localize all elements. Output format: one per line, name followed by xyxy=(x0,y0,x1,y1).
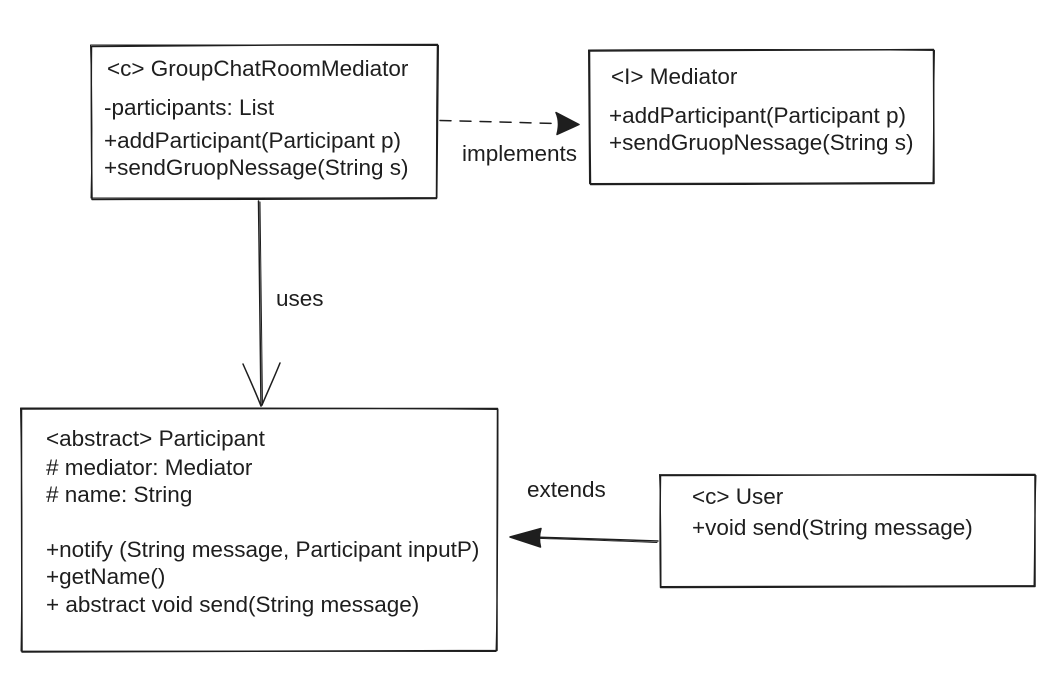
uses-open-arrowhead xyxy=(242,362,281,407)
implements-arrowhead xyxy=(555,111,580,136)
abstract-class-participant: <abstract> Participant # mediator: Media… xyxy=(21,408,497,652)
class-member: -participants: List xyxy=(104,95,275,120)
implements-dashed-line xyxy=(439,119,557,125)
class-member: +addParticipant(Participant p) xyxy=(609,103,907,128)
mediator-interface-box-outline xyxy=(588,48,935,186)
class-group-chat-room-mediator: <c> GroupChatRoomMediator -participants:… xyxy=(91,45,437,199)
class-member: +void send(String message) xyxy=(692,515,973,540)
group-chat-room-mediator-box-outline xyxy=(90,43,439,201)
class-title: <abstract> Participant xyxy=(46,426,265,451)
class-member: +sendGruopNessage(String s) xyxy=(104,155,409,180)
uses-line xyxy=(257,200,263,407)
class-member: + abstract void send(String message) xyxy=(46,592,420,617)
extends-arrowhead xyxy=(509,527,542,548)
user-class-box-outline xyxy=(659,473,1037,589)
interface-mediator: <I> Mediator +addParticipant(Participant… xyxy=(589,50,934,184)
class-member: +sendGruopNessage(String s) xyxy=(609,130,914,155)
participant-abstract-box-outline xyxy=(20,407,499,653)
class-title: <I> Mediator xyxy=(611,64,738,89)
extends-label: extends xyxy=(527,477,606,502)
class-member: +getName() xyxy=(46,564,166,589)
class-member: # mediator: Mediator xyxy=(46,455,253,480)
class-member: # name: String xyxy=(46,482,193,507)
class-member: +addParticipant(Participant p) xyxy=(104,128,402,153)
class-title: <c> GroupChatRoomMediator xyxy=(107,56,409,81)
class-member: +notify (String message, Participant inp… xyxy=(46,537,480,562)
class-user: <c> User +void send(String message) xyxy=(660,475,1035,587)
uses-label: uses xyxy=(276,286,324,311)
implements-label: implements xyxy=(462,141,578,166)
class-title: <c> User xyxy=(692,484,784,509)
